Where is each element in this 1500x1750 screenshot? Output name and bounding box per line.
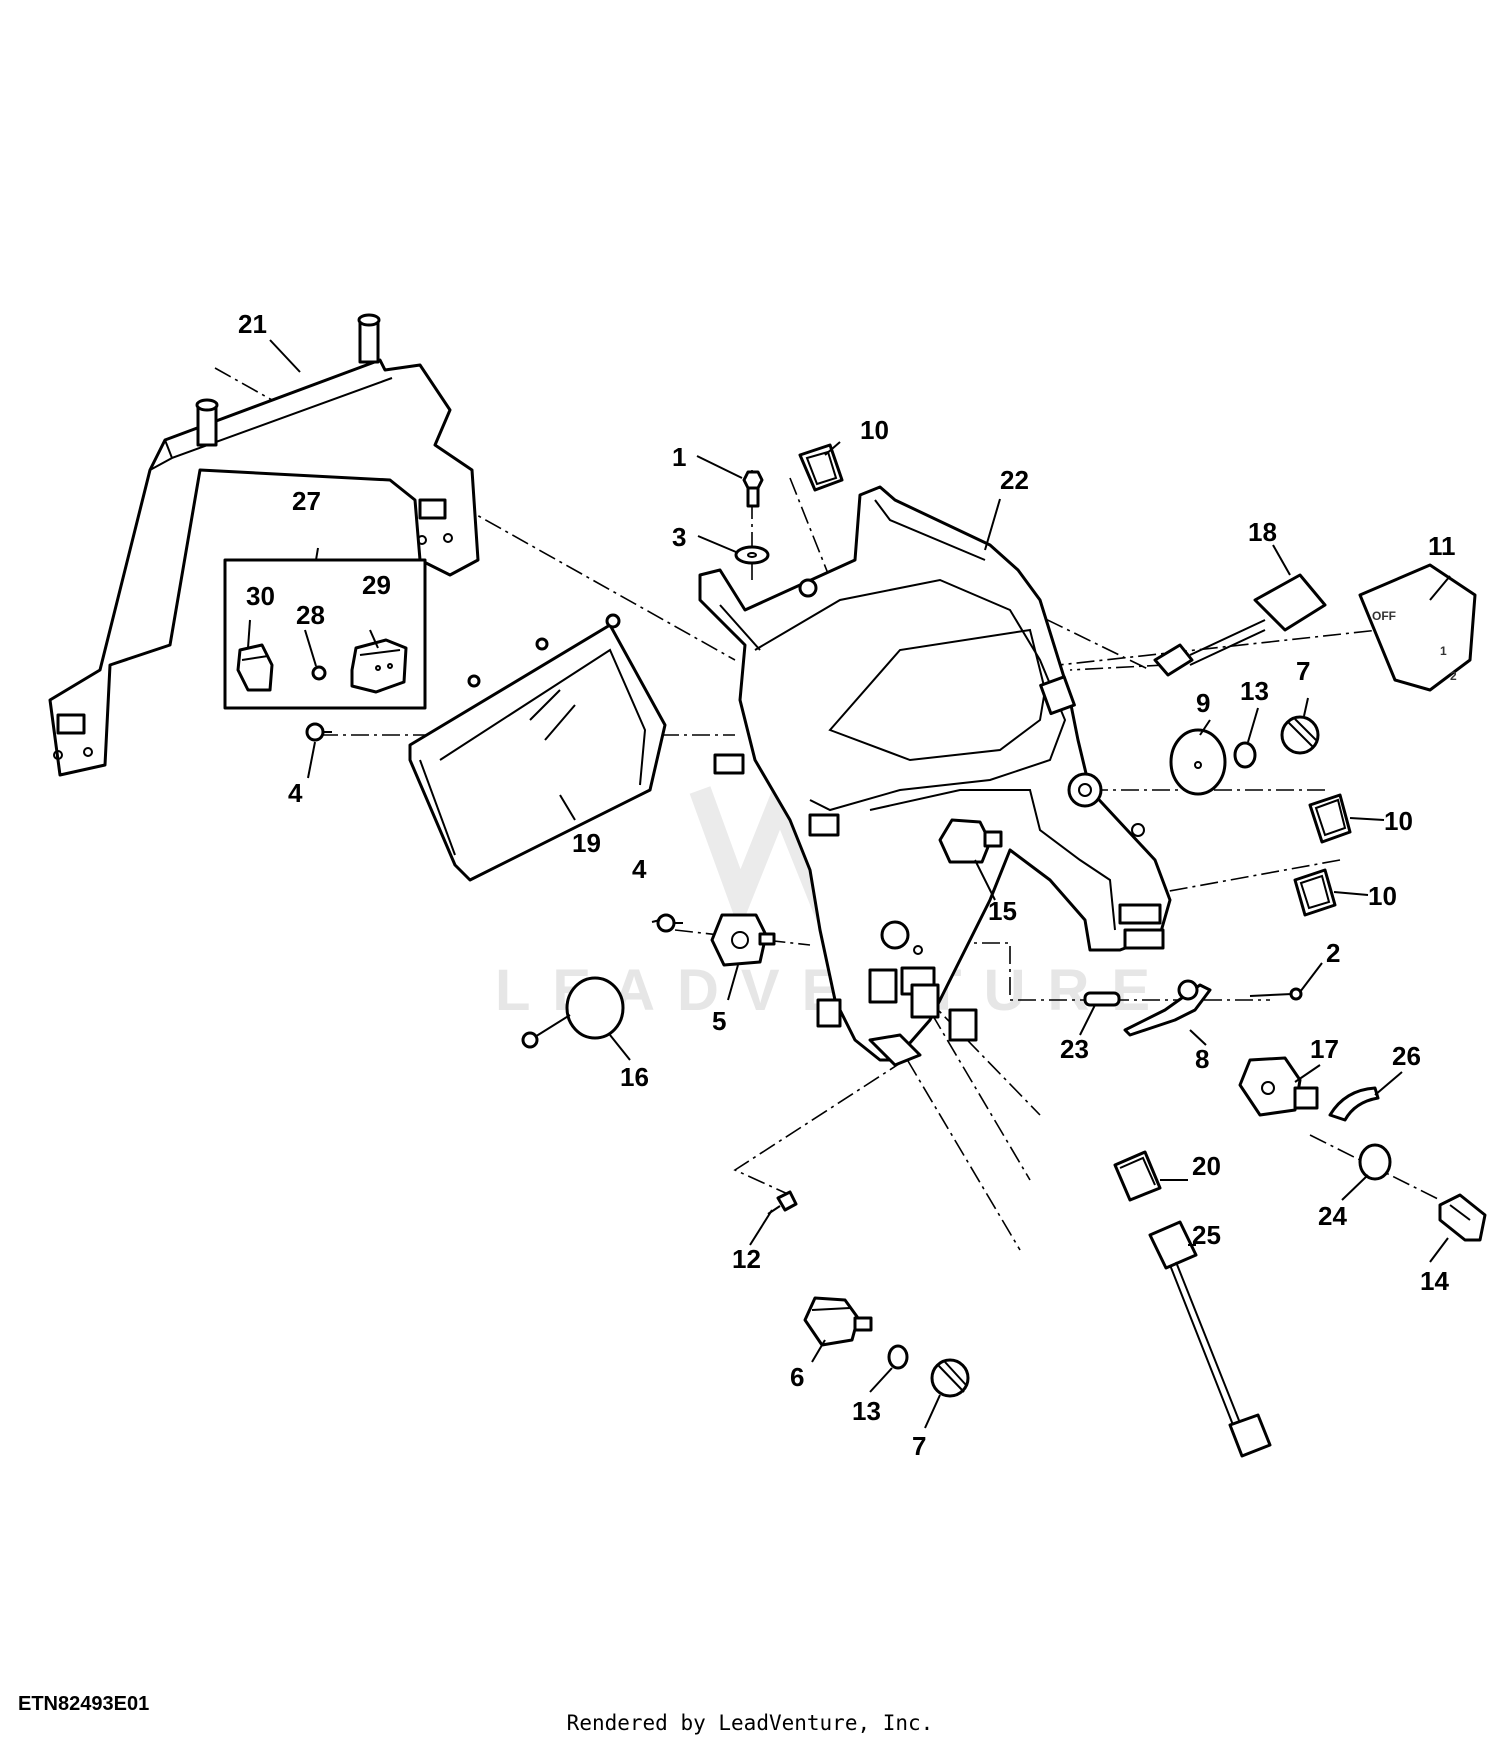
bezel-part-10-top <box>798 443 844 492</box>
callout-23: 23 <box>1060 1034 1089 1064</box>
connector-part-30 <box>236 643 274 692</box>
knob-part-7-upper <box>1280 715 1320 755</box>
callout-18: 18 <box>1248 517 1277 547</box>
disc-part-9 <box>1169 728 1227 796</box>
callout-5: 5 <box>712 1006 726 1036</box>
key-part-14 <box>1438 1193 1487 1242</box>
connector-part-29 <box>350 638 408 694</box>
lever-part-8 <box>1123 979 1212 1037</box>
callout-22: 22 <box>1000 465 1029 495</box>
pin-part-23 <box>1083 991 1121 1007</box>
decal-part-11: OFF 1 2 <box>1358 563 1477 692</box>
callout-19: 19 <box>572 828 601 858</box>
callout-4-upper: 4 <box>288 778 303 808</box>
screw-part-2 <box>1249 987 1303 1001</box>
callout-15: 15 <box>988 896 1017 926</box>
callout-25: 25 <box>1192 1220 1221 1250</box>
connector-kit-box-27 <box>223 558 427 710</box>
callout-14: 14 <box>1420 1266 1449 1296</box>
callout-16: 16 <box>620 1062 649 1092</box>
nut-part-24 <box>1358 1143 1392 1181</box>
dash-panel-part-22 <box>698 485 1172 1067</box>
callout-3: 3 <box>672 522 686 552</box>
diagram-id: ETN82493E01 <box>18 1693 150 1715</box>
harness-part-18 <box>1153 573 1327 677</box>
callout-10-middle: 10 <box>1384 806 1413 836</box>
callout-20: 20 <box>1192 1151 1221 1181</box>
screw-part-1 <box>742 470 764 508</box>
screw-part-4-upper <box>305 722 332 742</box>
switch-part-15 <box>938 818 1003 864</box>
instrument-cluster-part-19 <box>408 613 667 882</box>
screw-part-12 <box>767 1190 798 1215</box>
callout-2: 2 <box>1326 938 1340 968</box>
callout-7-lower: 7 <box>912 1431 926 1461</box>
callout-29: 29 <box>362 570 391 600</box>
callout-13-upper: 13 <box>1240 676 1269 706</box>
ignition-switch-part-17 <box>1238 1056 1319 1117</box>
callout-24: 24 <box>1318 1201 1347 1231</box>
switch-part-5 <box>710 913 776 967</box>
leader-lines <box>247 339 1451 1429</box>
callout-28: 28 <box>296 600 325 630</box>
knob-part-7-lower <box>930 1358 970 1398</box>
decal-one-text: 1 <box>1440 644 1447 658</box>
callout-13-lower: 13 <box>852 1396 881 1426</box>
nut-part-13-lower <box>887 1344 909 1370</box>
nut-part-13-upper <box>1233 741 1257 769</box>
bezel-part-10-middle <box>1308 793 1352 844</box>
render-credit: Rendered by LeadVenture, Inc. <box>566 1711 934 1735</box>
callout-numbers: 21 27 30 28 29 1 3 10 22 18 11 9 13 7 10… <box>238 309 1456 1461</box>
callout-27: 27 <box>292 486 321 516</box>
callout-12: 12 <box>732 1244 761 1274</box>
switch-part-25 <box>1148 1220 1272 1458</box>
callout-7-upper: 7 <box>1296 656 1310 686</box>
lamp-part-16 <box>521 976 625 1049</box>
callout-1: 1 <box>672 442 686 472</box>
callout-11: 11 <box>1428 531 1456 561</box>
callout-30: 30 <box>246 581 275 611</box>
bracket-part-21 <box>48 313 480 777</box>
clip-part-26 <box>1328 1086 1380 1122</box>
bezel-part-10-lower <box>1293 868 1337 917</box>
decal-off-text: OFF <box>1372 609 1396 623</box>
switch-part-6 <box>803 1296 873 1347</box>
callout-10-lower: 10 <box>1368 881 1397 911</box>
screw-part-4-lower <box>656 913 683 933</box>
callout-10-top: 10 <box>860 415 889 445</box>
washer-part-3 <box>734 545 770 565</box>
callout-17: 17 <box>1310 1034 1339 1064</box>
callout-8: 8 <box>1195 1044 1209 1074</box>
callout-9: 9 <box>1196 688 1210 718</box>
callout-4-lower: 4 <box>632 854 647 884</box>
callout-6: 6 <box>790 1362 804 1392</box>
terminal-part-28 <box>311 665 327 681</box>
switch-part-20 <box>1113 1150 1162 1202</box>
decal-two-text: 2 <box>1450 669 1457 683</box>
callout-21: 21 <box>238 309 267 339</box>
callout-26: 26 <box>1392 1041 1421 1071</box>
